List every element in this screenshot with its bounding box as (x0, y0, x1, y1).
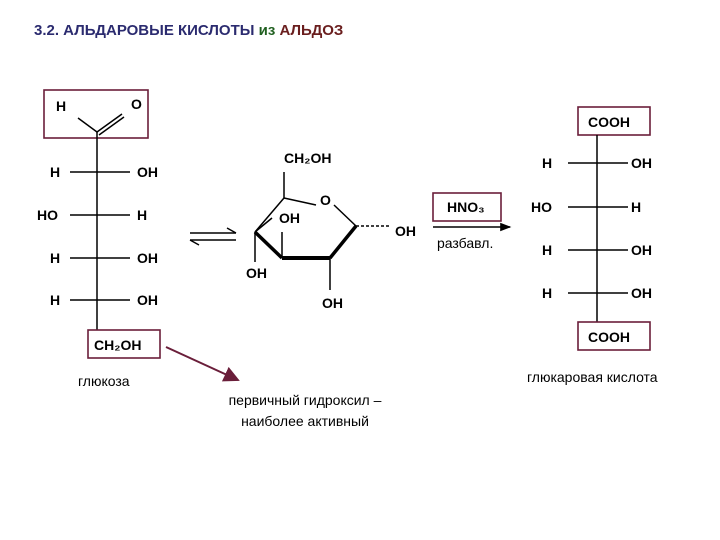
top-cooh-box (577, 106, 651, 136)
glucose-row-2-left: HO (37, 207, 58, 223)
reagent-box (432, 192, 502, 222)
glucose-row-4-left: H (50, 292, 60, 308)
aldehyde-h: H (56, 98, 66, 114)
glucose-bottom-group: CH₂OH (94, 337, 141, 353)
glucose-caption: глюкоза (78, 373, 130, 389)
glucose-row-2-right: H (137, 207, 147, 223)
glucaric-row-2-left: HO (531, 199, 552, 215)
annotation: первичный гидроксил – наиболее активный (229, 392, 382, 429)
glucaric-row-1-left: H (542, 155, 552, 171)
glucose-row-4-right: OH (137, 292, 158, 308)
annotation-line-2: наиболее активный (241, 413, 369, 429)
glucopyranose: CH₂OH O OH OH OH OH (246, 150, 416, 311)
bond-co-double (98, 116, 125, 136)
glucose-row-3-right: OH (137, 250, 158, 266)
glucose-row-1-left: H (50, 164, 60, 180)
annotation-line-1: первичный гидроксил – (229, 392, 382, 408)
pyranose-oh-c1: OH (395, 223, 416, 239)
glucaric-row-4-left: H (542, 285, 552, 301)
pyranose-ch2oh: CH₂OH (284, 150, 331, 166)
reaction-conditions: HNO₃ разбавл. (432, 192, 512, 251)
title-part1: 3.2. АЛЬДАРОВЫЕ КИСЛОТЫ (34, 22, 255, 39)
glucaric-caption: глюкаровая кислота (527, 369, 658, 385)
glucaric-row-3-left: H (542, 242, 552, 258)
condition-label: разбавл. (437, 235, 493, 251)
glucaric-top-group: COOH (588, 114, 630, 130)
bond-ch (77, 117, 98, 133)
glucose-row-3-left: H (50, 250, 60, 266)
glucose-fischer: H O H OH HO H H OH H OH CH₂OH глюкоза (37, 89, 161, 389)
pyranose-oh-c4: OH (279, 210, 300, 226)
glucaric-row-1-right: OH (631, 155, 652, 171)
glucose-row-1-right: OH (137, 164, 158, 180)
glucaric-row-3-right: OH (631, 242, 652, 258)
ch2oh-box (87, 329, 161, 359)
title-part2: из (254, 22, 280, 39)
pyranose-oh-c3: OH (246, 265, 267, 281)
bottom-cooh-box (577, 321, 651, 351)
bond-co (96, 113, 123, 133)
pyranose-ring-o: O (320, 192, 331, 208)
glucaric-row-2-right: H (631, 199, 641, 215)
glucaric-bottom-group: COOH (588, 329, 630, 345)
pyranose-oh-c2: OH (322, 295, 343, 311)
aldehyde-o: O (131, 96, 142, 112)
page-title: 3.2. АЛЬДАРОВЫЕ КИСЛОТЫ из АЛЬДОЗ (34, 22, 343, 39)
title-part3: АЛЬДОЗ (279, 22, 344, 39)
aldehyde-box (43, 89, 149, 139)
reagent-label: HNO₃ (447, 199, 485, 215)
glucaric-row-4-right: OH (631, 285, 652, 301)
equilibrium-arrows (189, 227, 237, 246)
annotation-arrow (165, 346, 240, 382)
glucaric-acid-fischer: COOH H OH HO H H OH H OH COOH глюкаровая… (527, 106, 658, 385)
